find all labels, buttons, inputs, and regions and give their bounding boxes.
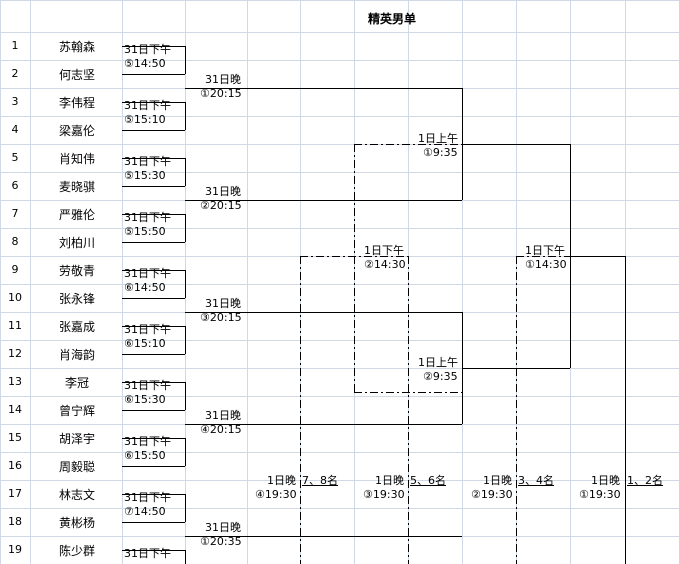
player-name: 胡泽宇 xyxy=(58,432,95,446)
row-number: 5 xyxy=(11,151,19,164)
r1-match-day: 31日下午 xyxy=(124,435,171,448)
sheet-title: 精英男单 xyxy=(368,12,417,26)
placement-time: ①19:30 xyxy=(579,488,621,501)
player-name: 周毅聪 xyxy=(58,460,95,474)
qf-match-day: 1日上午 xyxy=(418,132,458,145)
row-number: 18 xyxy=(8,515,22,528)
placement-day: 1日晚 xyxy=(483,474,512,487)
sf-match-time: ②14:30 xyxy=(364,258,406,271)
sf-match-day: 1日下午 xyxy=(364,244,404,257)
r2-match-time: ②20:15 xyxy=(200,199,242,212)
r1-match-day: 31日下午 xyxy=(124,155,171,168)
r1-match-day: 31日下午 xyxy=(124,323,171,336)
row-number: 9 xyxy=(11,263,19,276)
r1-match-time: ⑥15:30 xyxy=(124,393,166,406)
row-number: 2 xyxy=(11,67,19,80)
r1-match-day: 31日下午 xyxy=(124,211,171,224)
placement-label: 3、4名 xyxy=(518,474,554,487)
player-name: 肖知伟 xyxy=(58,152,95,166)
row-number: 1 xyxy=(11,39,19,52)
r1-match-time: ⑥15:10 xyxy=(124,337,166,350)
qf-match-time: ②9:35 xyxy=(423,370,458,383)
row-number: 6 xyxy=(11,179,19,192)
player-name: 肖海韵 xyxy=(58,348,95,362)
r1-match-day: 31日下午 xyxy=(124,43,171,56)
row-number: 13 xyxy=(8,375,22,388)
player-name: 陈少群 xyxy=(58,544,95,558)
row-number: 19 xyxy=(8,543,22,556)
player-name: 张永锋 xyxy=(58,292,95,306)
player-name: 梁嘉伦 xyxy=(58,124,95,138)
r2-match-day: 31日晚 xyxy=(205,185,241,198)
r1-match-time: ⑤14:50 xyxy=(124,57,166,70)
player-name: 林志文 xyxy=(58,488,95,502)
r2-match-time: ①20:35 xyxy=(200,535,242,548)
r2-match-day: 31日晚 xyxy=(205,297,241,310)
row-number: 12 xyxy=(8,347,22,360)
r2-match-time: ①20:15 xyxy=(200,87,242,100)
r2-match-day: 31日晚 xyxy=(205,73,241,86)
r1-match-time: ⑤15:50 xyxy=(124,225,166,238)
row-number: 15 xyxy=(8,431,22,444)
r2-match-time: ③20:15 xyxy=(200,311,242,324)
player-name: 何志坚 xyxy=(58,68,95,82)
r1-match-day: 31日下午 xyxy=(124,267,171,280)
row-number: 14 xyxy=(8,403,22,416)
player-name: 张嘉成 xyxy=(58,320,95,334)
placement-label: 1、2名 xyxy=(627,474,663,487)
r2-match-time: ④20:15 xyxy=(200,423,242,436)
r1-match-time: ⑥14:50 xyxy=(124,281,166,294)
qf-match-day: 1日上午 xyxy=(418,356,458,369)
row-number: 7 xyxy=(11,207,19,220)
placement-time: ②19:30 xyxy=(471,488,513,501)
r2-match-day: 31日晚 xyxy=(205,409,241,422)
player-name: 麦晓骐 xyxy=(58,180,95,194)
placement-time: ④19:30 xyxy=(255,488,297,501)
r1-match-time: ⑥15:50 xyxy=(124,449,166,462)
row-number: 10 xyxy=(8,291,22,304)
placement-day: 1日晚 xyxy=(375,474,404,487)
row-number: 16 xyxy=(8,459,22,472)
placement-time: ③19:30 xyxy=(363,488,405,501)
qf-match-time: ①9:35 xyxy=(423,146,458,159)
player-name: 刘柏川 xyxy=(58,236,95,250)
sf-match-day: 1日下午 xyxy=(525,244,565,257)
placement-label: 7、8名 xyxy=(302,474,338,487)
r1-match-day: 31日下午 xyxy=(124,99,171,112)
player-name: 曾宁辉 xyxy=(58,404,95,418)
player-name: 苏翰森 xyxy=(58,40,95,54)
r1-match-day: 31日下午 xyxy=(124,547,171,560)
player-name: 李伟程 xyxy=(58,96,95,110)
placement-label: 5、6名 xyxy=(410,474,446,487)
sf-match-time: ①14:30 xyxy=(525,258,567,271)
player-name: 黄彬杨 xyxy=(58,516,95,530)
placement-day: 1日晚 xyxy=(591,474,620,487)
player-name: 李冠 xyxy=(64,376,89,390)
row-number: 3 xyxy=(11,95,19,108)
row-number: 11 xyxy=(8,319,22,332)
r1-match-day: 31日下午 xyxy=(124,379,171,392)
row-number: 17 xyxy=(8,487,22,500)
row-number: 4 xyxy=(11,123,19,136)
r1-match-time: ⑦14:50 xyxy=(124,505,166,518)
player-name: 劳敬青 xyxy=(58,264,95,278)
r1-match-day: 31日下午 xyxy=(124,491,171,504)
r1-match-time: ⑤15:30 xyxy=(124,169,166,182)
placement-day: 1日晚 xyxy=(267,474,296,487)
r2-match-day: 31日晚 xyxy=(205,521,241,534)
player-name: 严雅伦 xyxy=(58,208,95,222)
row-number: 8 xyxy=(11,235,19,248)
r1-match-time: ⑤15:10 xyxy=(124,113,166,126)
